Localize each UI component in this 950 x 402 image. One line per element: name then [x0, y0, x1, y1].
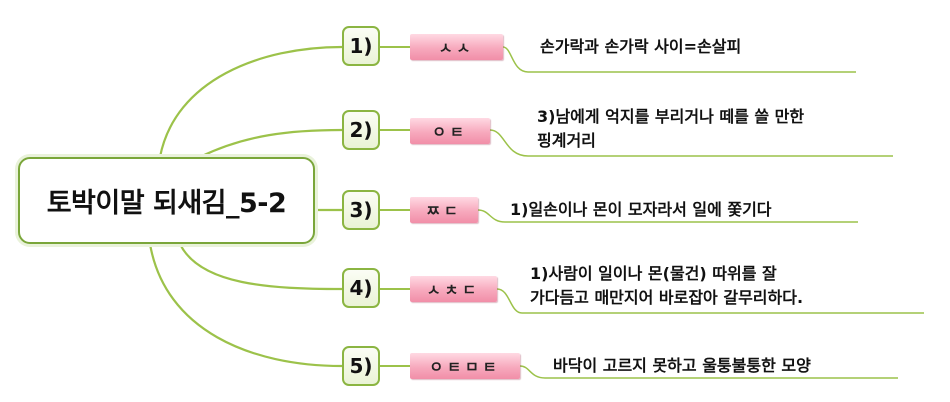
answer-line: 3)남에게 억지를 부리거나 떼를 쓸 만한	[537, 107, 805, 126]
number-node-2: 2)	[342, 110, 380, 150]
number-node-1: 1)	[342, 26, 380, 66]
number-label: 2)	[349, 118, 373, 142]
root-node: 토박이말 되새김_5-2	[18, 157, 315, 244]
answer-text-3: 1)일손이나 몬이 모자라서 일에 쫓기다	[510, 198, 772, 222]
answer-line: 가다듬고 매만지어 바로잡아 갈무리하다.	[530, 288, 804, 307]
number-label: 3)	[349, 198, 373, 222]
hint-tag-4: ㅅㅊㄷ	[410, 276, 497, 302]
underline-2	[489, 129, 893, 157]
answer-line: 손가락과 손가락 사이=손살피	[540, 37, 742, 56]
hint-tag-1: ㅅㅅ	[410, 34, 503, 60]
hint-tag-3: ㅉㄷ	[410, 197, 478, 223]
number-node-3: 3)	[342, 190, 380, 230]
hint-label: ㅇㅌㅁㅌ	[429, 357, 501, 376]
branch-5	[148, 243, 343, 368]
answer-text-4: 1)사람이 일이나 몬(물건) 따위를 잘 가다듬고 매만지어 바로잡아 갈무리…	[530, 262, 803, 310]
branch-2	[199, 128, 343, 158]
answer-text-5: 바닥이 고르지 못하고 울퉁불퉁한 모양	[553, 354, 811, 378]
hint-label: ㅇㅌ	[432, 122, 468, 141]
answer-line: 바닥이 고르지 못하고 울퉁불퉁한 모양	[553, 356, 811, 375]
answer-text-2: 3)남에게 억지를 부리거나 떼를 쓸 만한 핑계거리	[537, 105, 804, 153]
underline-1	[502, 46, 856, 73]
branch-4	[179, 243, 343, 291]
number-label: 1)	[349, 34, 373, 58]
hint-tag-5: ㅇㅌㅁㅌ	[410, 353, 520, 379]
answer-text-1: 손가락과 손가락 사이=손살피	[540, 35, 741, 59]
number-label: 4)	[349, 276, 373, 300]
answer-line: 핑계거리	[537, 131, 596, 150]
underline-5	[519, 365, 898, 379]
hint-label: ㅉㄷ	[426, 201, 462, 220]
number-node-5: 5)	[342, 346, 380, 386]
hint-label: ㅅㅊㄷ	[426, 280, 481, 299]
underline-3	[477, 209, 858, 223]
underline-4	[496, 288, 924, 314]
number-label: 5)	[349, 354, 373, 378]
answer-line: 1)사람이 일이나 몬(물건) 따위를 잘	[530, 264, 777, 283]
root-title: 토박이말 되새김_5-2	[46, 188, 287, 219]
number-node-4: 4)	[342, 268, 380, 308]
answer-line: 1)일손이나 몬이 모자라서 일에 쫓기다	[510, 200, 772, 219]
branch-1	[158, 45, 343, 158]
hint-label: ㅅㅅ	[438, 38, 475, 57]
hint-tag-2: ㅇㅌ	[410, 118, 490, 144]
